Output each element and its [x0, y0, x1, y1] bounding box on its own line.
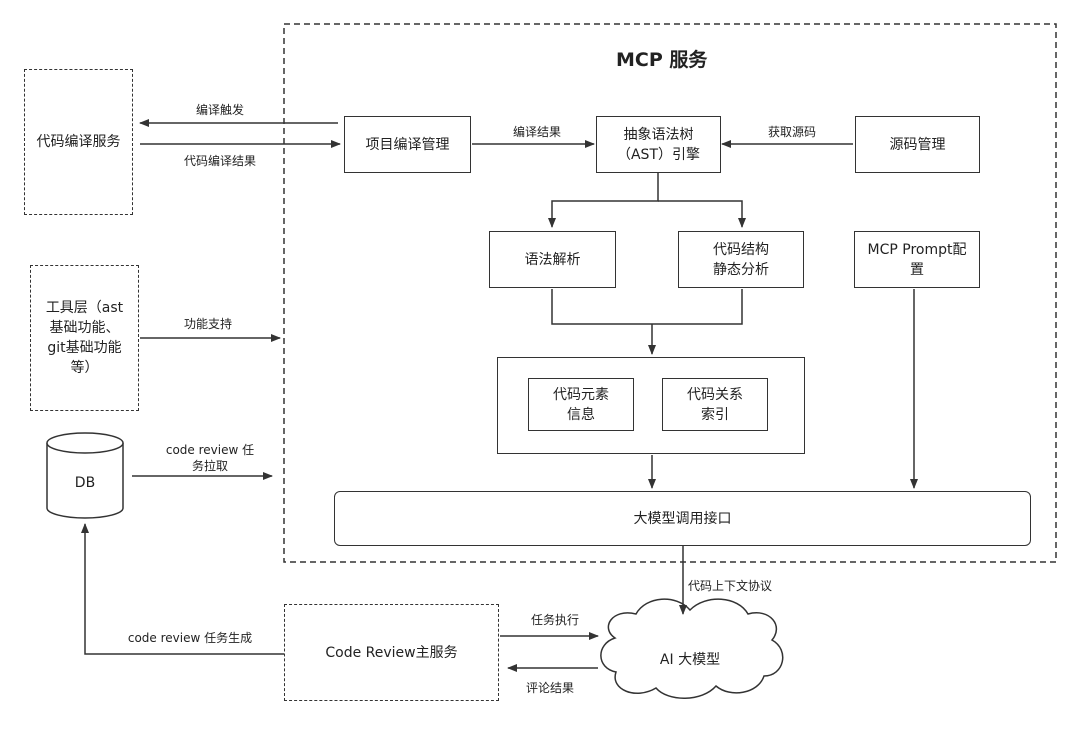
db-cylinder	[46, 432, 124, 519]
node-project-compile: 项目编译管理	[344, 116, 471, 173]
label-func-support: 功能支持	[183, 317, 232, 331]
node-source-mgmt: 源码管理	[855, 116, 980, 173]
node-llm-api: 大模型调用接口	[334, 491, 1031, 546]
node-tool-layer: 工具层（ast 基础功能、 git基础功能 等）	[30, 265, 139, 411]
mcp-service-title: MCP 服务	[616, 49, 708, 71]
ai-model-cloud	[600, 598, 784, 699]
edge-task-generate	[81, 523, 284, 655]
label-task-pull: code review 任 务拉取	[165, 443, 255, 473]
edge-ast-to-syntax	[548, 173, 659, 228]
node-db-label: DB	[74, 475, 96, 491]
node-prompt-config: MCP Prompt配 置	[854, 231, 980, 288]
node-compile-service: 代码编译服务	[24, 69, 133, 215]
label-compile-result: 编译结果	[512, 125, 561, 139]
edge-ast-to-static	[658, 200, 746, 228]
label-task-generate: code review 任务生成	[127, 631, 253, 645]
node-ai-model-label: AI 大模型	[659, 652, 721, 668]
node-static-analysis: 代码结构 静态分析	[678, 231, 804, 288]
node-element-info: 代码元素 信息	[528, 378, 634, 431]
node-ast-engine: 抽象语法树 （AST）引擎	[596, 116, 721, 173]
label-task-execute: 任务执行	[530, 613, 579, 627]
node-review-service: Code Review主服务	[284, 604, 499, 701]
label-review-result: 评论结果	[525, 681, 574, 695]
node-syntax-parse: 语法解析	[489, 231, 616, 288]
edge-analysis-merge	[551, 289, 743, 325]
label-compile-trigger: 编译触发	[195, 103, 244, 117]
label-context-protocol: 代码上下文协议	[688, 579, 773, 593]
node-relation-index: 代码关系 索引	[662, 378, 768, 431]
label-fetch-source: 获取源码	[767, 125, 816, 139]
label-compile-result-back: 代码编译结果	[183, 154, 256, 168]
mcp-service-boundary	[283, 23, 1057, 563]
